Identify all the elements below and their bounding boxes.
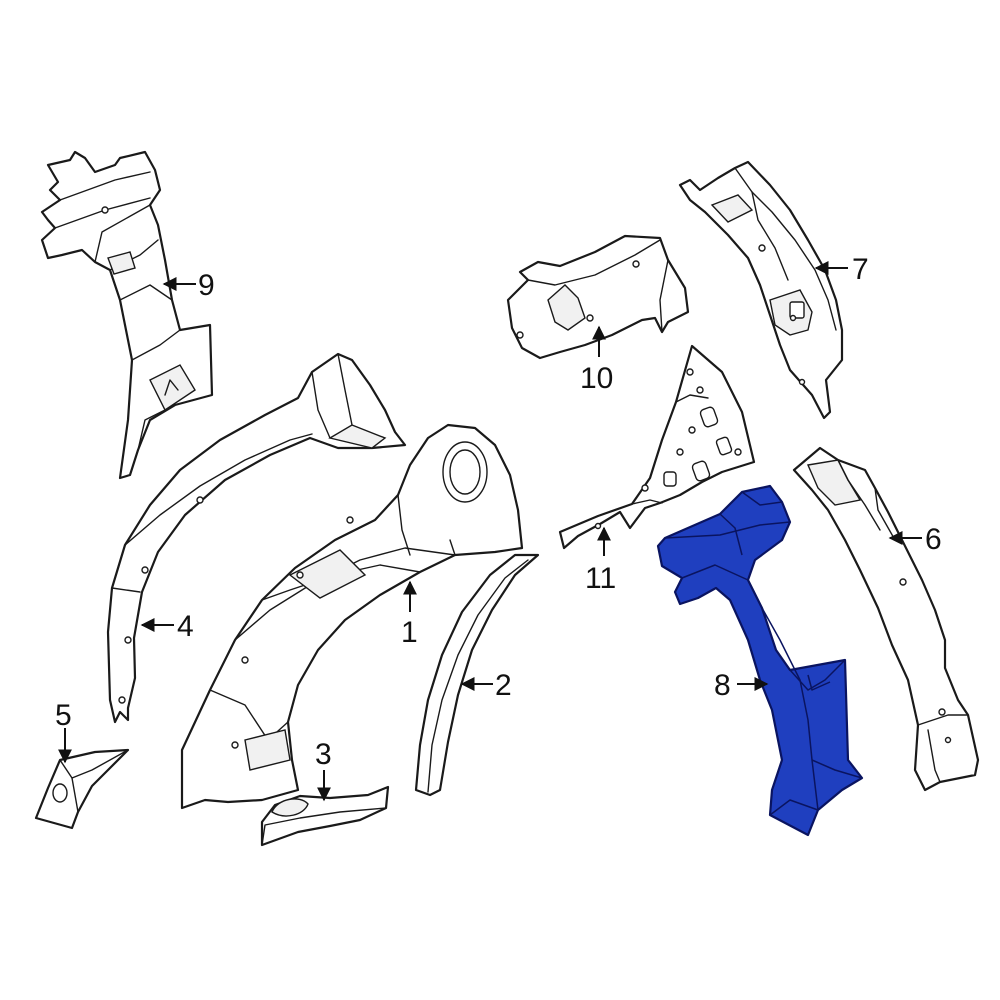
callout-6-label: 6 [925,523,942,556]
part-3-bracket[interactable] [260,785,390,847]
callout-11-label: 11 [585,562,616,595]
part-9-pillar-reinforcement[interactable] [40,150,214,480]
part-10-support-bracket[interactable] [506,234,690,360]
part-5-gusset[interactable] [34,748,130,830]
callout-4-label: 4 [177,610,194,643]
callout-5-label: 5 [55,699,72,732]
callout-7-label: 7 [852,253,869,286]
callout-3-label: 3 [315,738,332,771]
callout-1-label: 1 [401,616,418,649]
part-6-rail-extension[interactable] [792,446,980,792]
callout-8-label: 8 [714,669,731,702]
part-8-pillar-reinforcement-highlighted[interactable] [656,484,864,837]
callout-2-label: 2 [495,669,512,702]
callout-10-label: 10 [580,362,613,395]
part-7-upper-rail[interactable] [678,160,844,420]
part-4-wheelhouse-outer[interactable] [106,352,407,724]
part-11-inner-panel[interactable] [558,344,756,550]
part-2-arch-seal[interactable] [414,553,540,797]
callout-9-label: 9 [198,269,215,302]
part-1-wheelhouse-inner[interactable] [180,423,524,810]
